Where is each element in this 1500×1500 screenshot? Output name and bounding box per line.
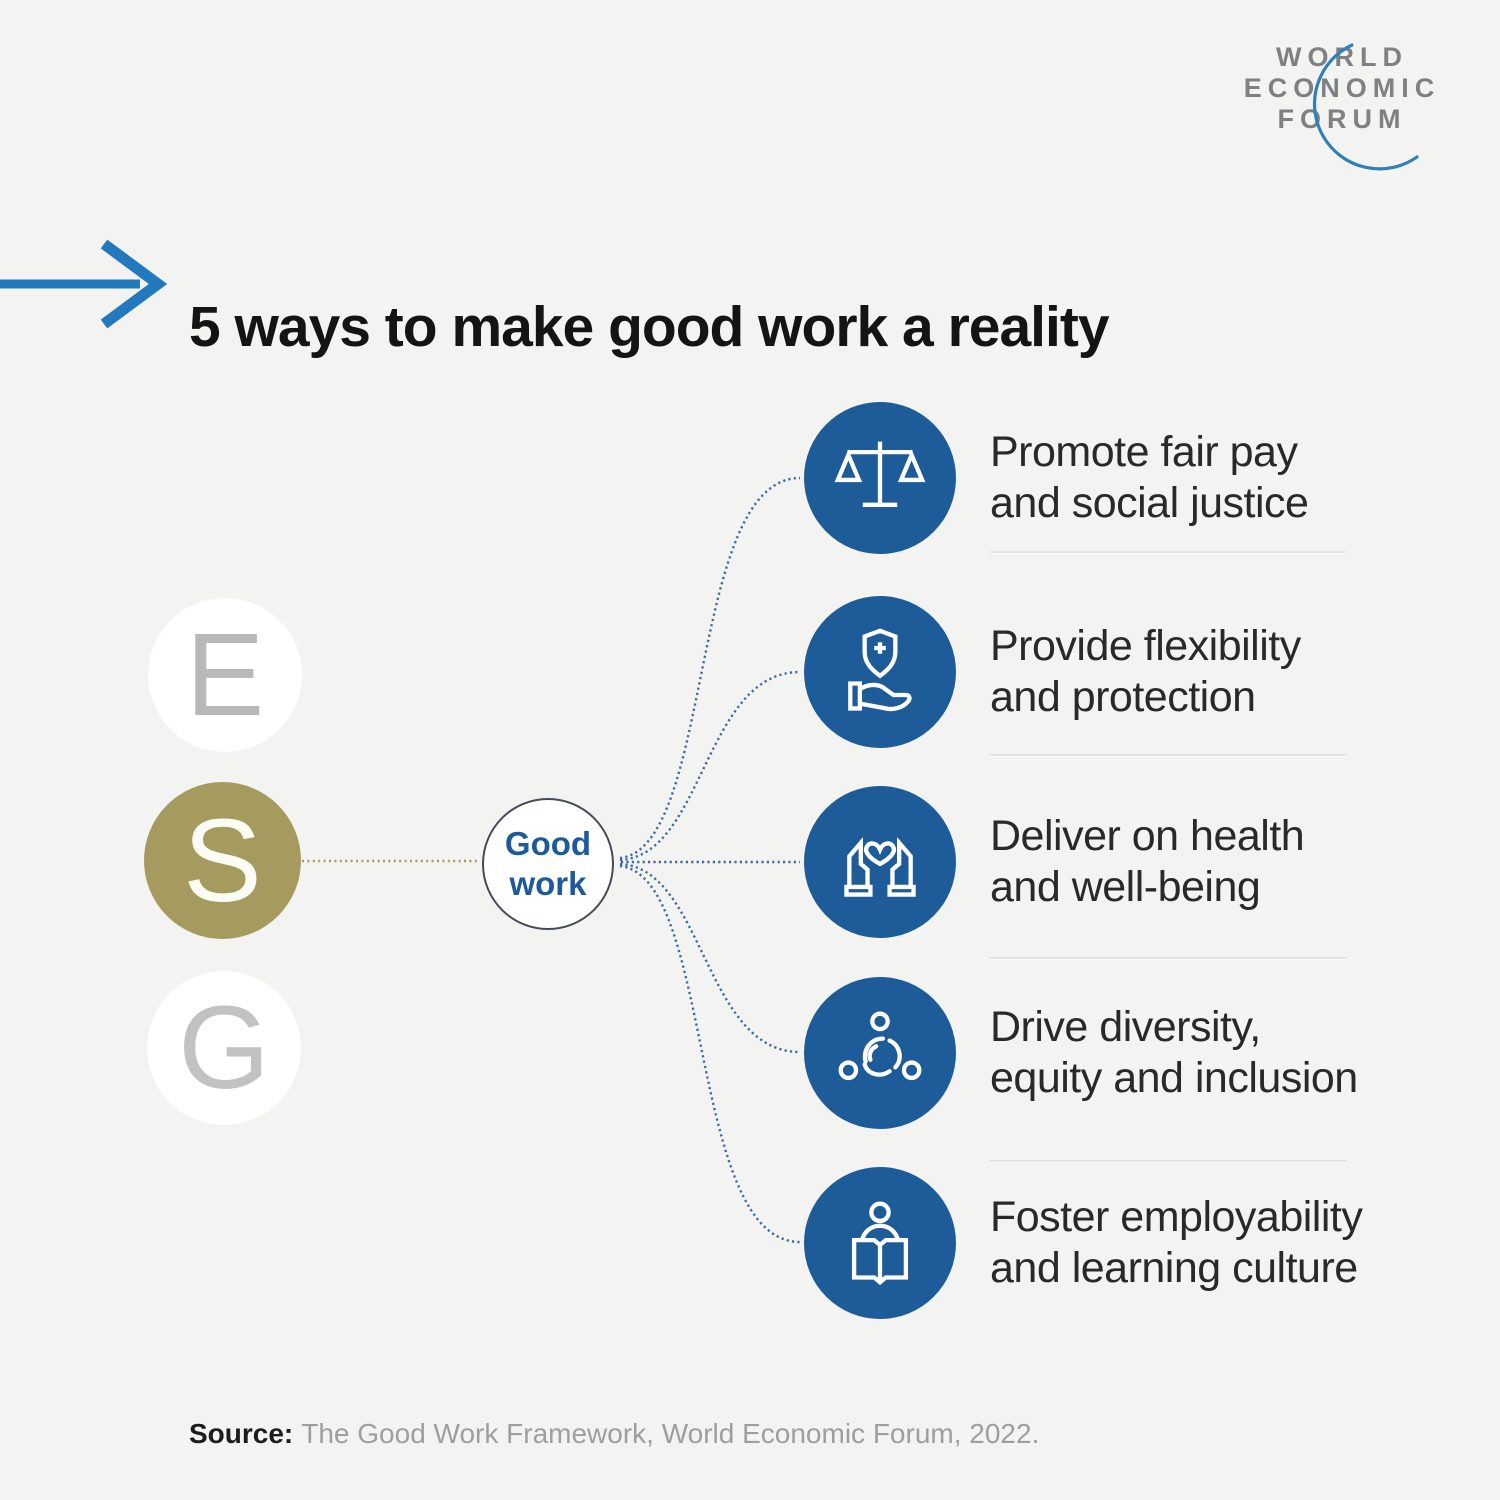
source-line: Source:The Good Work Framework, World Ec… [189,1418,1039,1450]
way-item-employability: Foster employability and learning cultur… [804,1167,1363,1319]
way-circle [804,786,956,938]
esg-circle-e: E [148,598,302,752]
scales-icon [834,441,926,507]
good-work-label: Good work [505,824,591,904]
way-label-line1: Promote fair pay [990,428,1298,476]
hub-way5-connector-line [619,864,801,1244]
way-label-line2: and well-being [990,863,1261,911]
esg-circle-s: S [144,782,301,939]
way-label-line2: and protection [990,673,1256,721]
way-item-diversity: Drive diversity, equity and inclusion [804,977,1358,1129]
good-work-label-line2: work [509,865,587,902]
way-label-line1: Foster employability [990,1193,1363,1241]
hands-heart-icon [844,837,916,897]
diversity-icon [838,1011,922,1081]
way-label-line2: and learning culture [990,1244,1358,1292]
way-item-fair-pay: Promote fair pay and social justice [804,402,1309,554]
hub-way2-connector-line [619,670,801,862]
way-label: Foster employability and learning cultur… [990,1192,1363,1294]
way-item-health: Deliver on health and well-being [804,786,1305,938]
wef-logo-line: ECONOMIC [1243,73,1441,103]
way-circle [804,596,956,748]
hub-way4-connector-line [619,862,801,1054]
hub-way1-connector-line [619,476,801,860]
row-divider [990,1160,1346,1162]
shield-hand-icon [848,628,912,712]
esg-circle-g: G [147,971,301,1125]
esg-letter-g: G [178,982,270,1114]
source-text: The Good Work Framework, World Economic … [301,1418,1040,1449]
good-work-hub: Good work [482,798,614,930]
wef-logo: WORLD ECONOMIC FORUM [1222,42,1462,135]
way-label-line1: Provide flexibility [990,622,1301,670]
way-label: Promote fair pay and social justice [990,427,1309,529]
source-label: Source: [189,1418,294,1449]
wef-logo-line: FORUM [1277,104,1407,134]
row-divider [990,551,1346,553]
row-divider [990,957,1346,959]
way-label-line1: Drive diversity, [990,1003,1261,1051]
way-circle [804,977,956,1129]
good-work-label-line1: Good [504,825,592,862]
way-item-flexibility: Provide flexibility and protection [804,596,1301,748]
hub-way-connector-lines [619,476,801,1244]
page-title: 5 ways to make good work a reality [189,295,1110,360]
way-label: Deliver on health and well-being [990,811,1305,913]
way-label-line1: Deliver on health [990,812,1305,860]
way-label: Drive diversity, equity and inclusion [990,1002,1358,1104]
wef-logo-line: WORLD [1276,42,1408,72]
way-label-line2: and social justice [990,479,1309,527]
row-divider [990,754,1346,756]
esg-letter-e: E [185,609,265,741]
way-circle [804,402,956,554]
way-circle [804,1167,956,1319]
way-label-line2: equity and inclusion [990,1054,1358,1102]
right-arrow-icon [0,239,168,329]
way-label: Provide flexibility and protection [990,621,1301,723]
person-book-icon [851,1201,909,1286]
esg-letter-s: S [183,794,262,927]
